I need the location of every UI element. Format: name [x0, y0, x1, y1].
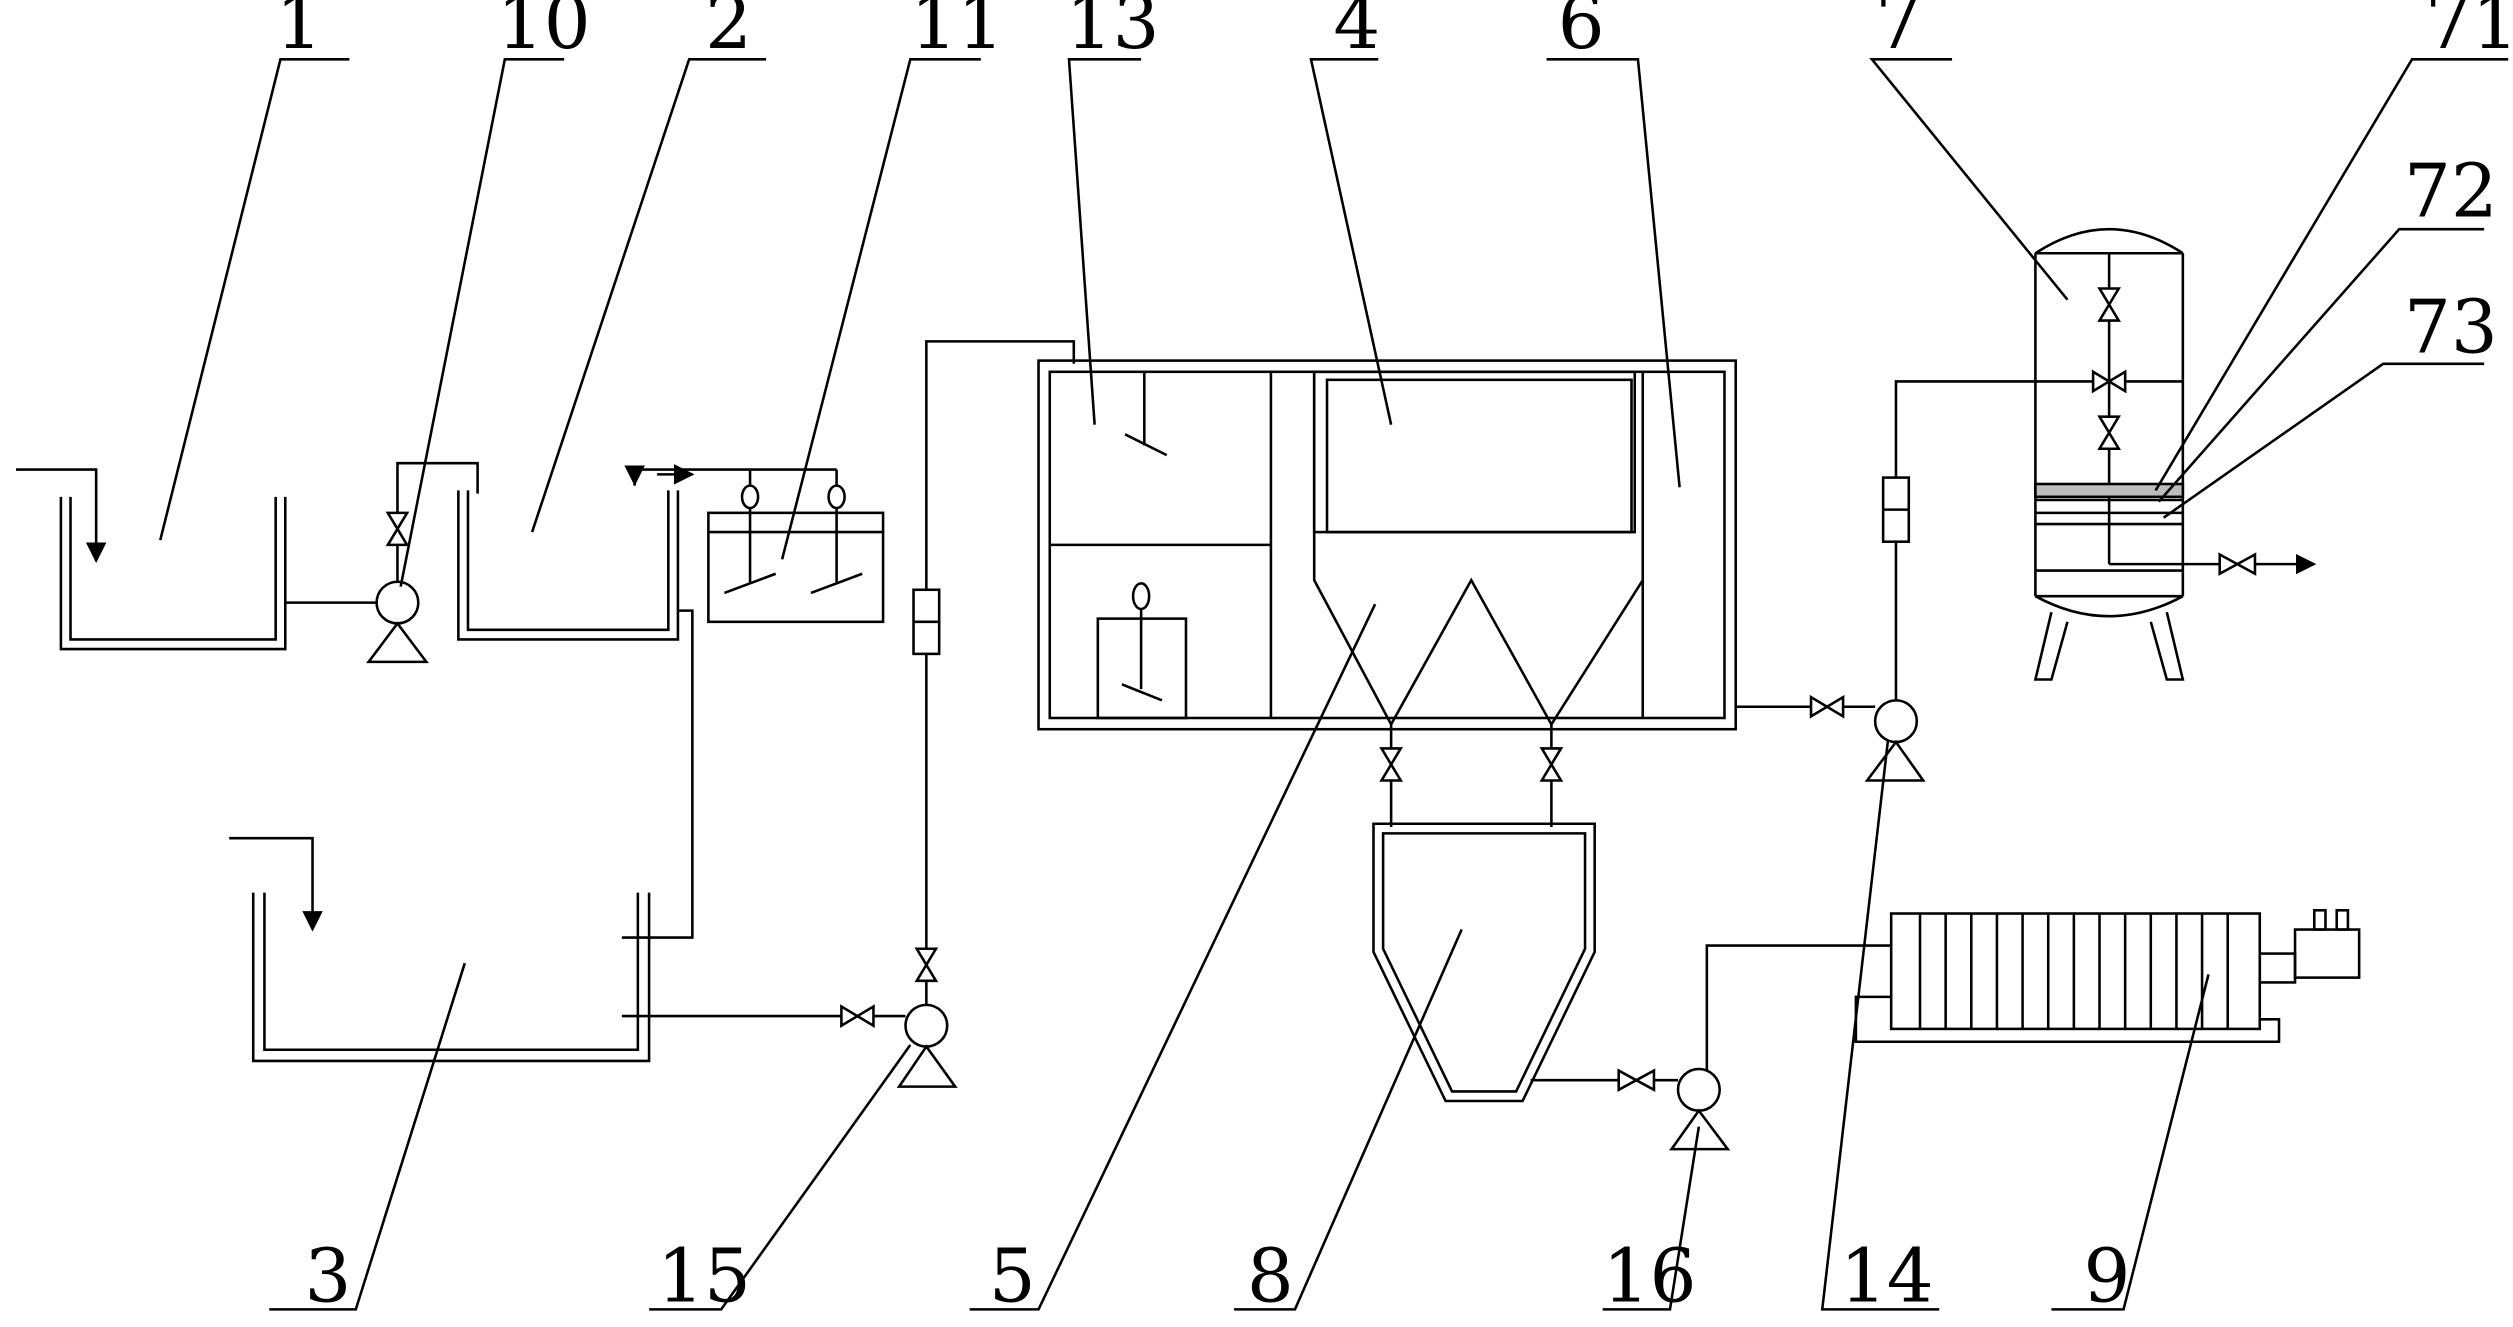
- valve-sludge-outlet: [1617, 1068, 1656, 1092]
- dosing-tank-11: [707, 469, 885, 624]
- valve-pump-10: [385, 511, 410, 547]
- main-treatment-unit: [1037, 359, 1876, 731]
- tank-1: [16, 468, 287, 651]
- label-71: 71: [2425, 0, 2513, 66]
- valve-unit-outlet: [1809, 694, 1845, 719]
- mixer-motor-icon: [740, 484, 760, 510]
- inlet-arrow-tank-3: [229, 836, 323, 932]
- sludge-tank-8: [1372, 822, 1679, 1103]
- leader-lines: [159, 58, 2509, 1311]
- callout-labels: 1 10 2 11 13 4 6 7 71 72 73 3 15 5 8 16 …: [276, 0, 2513, 1319]
- tank-3: [229, 836, 906, 1063]
- label-2: 2: [705, 0, 752, 66]
- filter-press-9: [1854, 909, 2361, 1044]
- valve-filter-mid: [2097, 415, 2122, 451]
- inlet-arrow-tank-1: [16, 468, 107, 563]
- pump-16: [1669, 944, 1892, 1151]
- label-1: 1: [276, 0, 323, 66]
- filter-media-71: [2034, 482, 2185, 499]
- label-10: 10: [497, 0, 591, 66]
- label-4: 4: [1333, 0, 1380, 66]
- valve-filter-outlet: [2218, 552, 2257, 576]
- pump-15: [896, 340, 1076, 1088]
- valve-filter-top: [2097, 287, 2122, 322]
- label-7: 7: [1875, 0, 1922, 66]
- dosing-line-to-tank-11: [633, 468, 751, 486]
- valve-pump-15: [914, 947, 939, 983]
- valve-tank-3-outlet: [840, 1004, 875, 1028]
- mixer-motor-icon: [827, 484, 846, 510]
- label-3: 3: [305, 1234, 352, 1319]
- tank-2: [457, 464, 837, 939]
- label-5: 5: [989, 1234, 1036, 1319]
- mixer-motor-icon: [1131, 582, 1151, 611]
- label-11: 11: [910, 0, 1004, 66]
- valve-filter-inlet: [2091, 369, 2127, 394]
- pump-10: [285, 461, 479, 664]
- label-14: 14: [1840, 1234, 1934, 1319]
- label-8: 8: [1247, 1234, 1294, 1319]
- label-6: 6: [1558, 0, 1605, 66]
- filter-vessel-7: [2033, 228, 2317, 681]
- label-73: 73: [2404, 286, 2498, 371]
- label-72: 72: [2404, 149, 2498, 234]
- pipe-tank-2-to-tank-3: [621, 609, 694, 939]
- label-16: 16: [1603, 1234, 1697, 1319]
- label-13: 13: [1066, 0, 1160, 66]
- sludge-valves: [1379, 724, 1564, 827]
- label-9: 9: [2083, 1234, 2130, 1319]
- pump-14: [1864, 369, 2183, 782]
- label-15: 15: [657, 1234, 751, 1319]
